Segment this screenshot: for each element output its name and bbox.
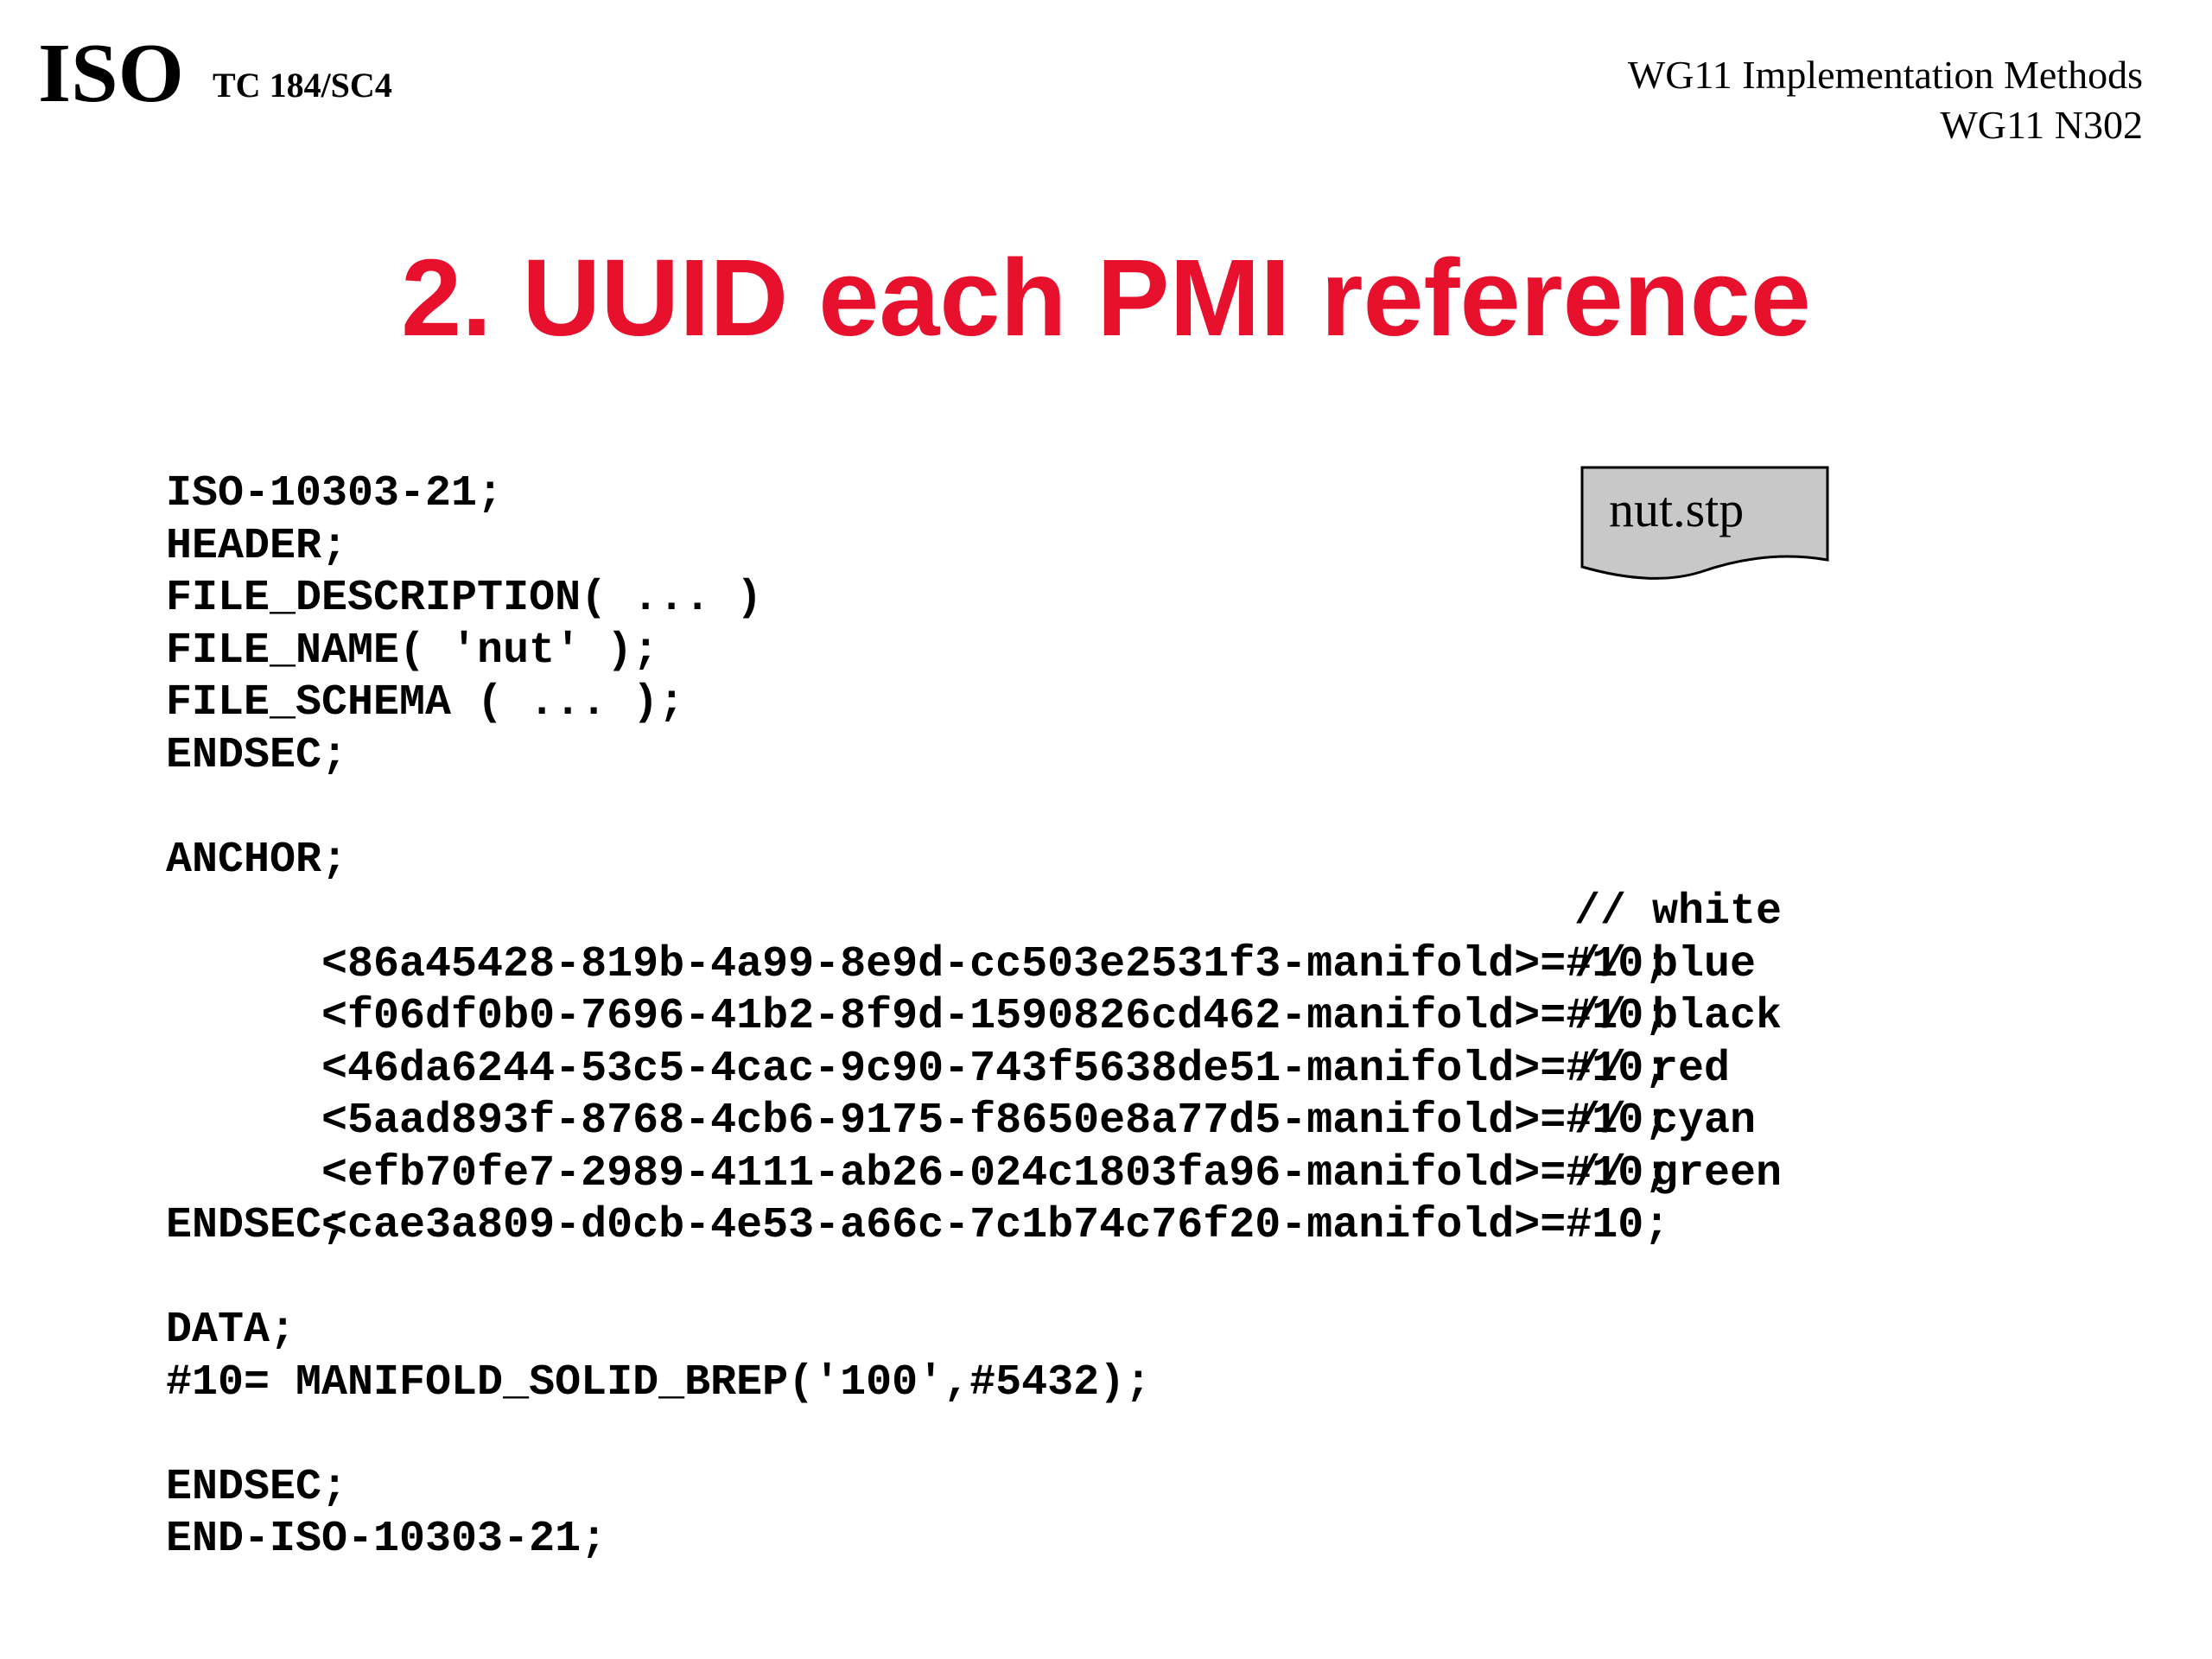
anchor-uuid: <f06df0b0-7696-41b2-8f9d-1590826cd462-ma… xyxy=(321,992,1670,1041)
anchor-comment: // white xyxy=(1574,887,1783,937)
anchor-comment: // cyan xyxy=(1574,1096,1757,1146)
anchor-uuid: <86a45428-819b-4a99-8e9d-cc503e2531f3-ma… xyxy=(321,939,1670,989)
blank-line xyxy=(166,782,1669,835)
anchor-entry: <5aad893f-8768-4cb6-9175-f8650e8a77d5-ma… xyxy=(166,1044,1730,1147)
anchor-uuid: <cae3a809-d0cb-4e53-a66c-7c1b74c76f20-ma… xyxy=(321,1201,1670,1250)
anchor-entry: <86a45428-819b-4a99-8e9d-cc503e2531f3-ma… xyxy=(166,887,1782,989)
code-line-header: HEADER; xyxy=(166,521,348,571)
code-line-manifold-brep: #10= MANIFOLD_SOLID_BREP('100',#5432); xyxy=(166,1357,1152,1408)
file-document-icon: nut.stp xyxy=(1580,465,1830,586)
anchor-entry: <cae3a809-d0cb-4e53-a66c-7c1b74c76f20-ma… xyxy=(166,1148,1782,1251)
anchor-entry: <46da6244-53c5-4cac-9c90-743f5638de51-ma… xyxy=(166,991,1782,1094)
blank-line xyxy=(166,1253,1669,1306)
anchor-uuid: <5aad893f-8768-4cb6-9175-f8650e8a77d5-ma… xyxy=(321,1096,1670,1146)
code-line-anchor-endsec: ENDSEC; xyxy=(166,1201,348,1250)
code-line-file-description: FILE_DESCRIPTION( ... ) xyxy=(166,574,763,623)
code-line-file-schema: FILE_SCHEMA ( ... ); xyxy=(166,678,685,728)
anchor-comment: // green xyxy=(1574,1148,1783,1198)
document-shape xyxy=(1580,466,1829,580)
code-line-header-endsec: ENDSEC; xyxy=(166,730,348,780)
working-group-line: WG11 Implementation Methods xyxy=(1627,53,2143,97)
document-info: WG11 Implementation Methods WG11 N302 xyxy=(1628,50,2143,150)
code-line-data-endsec: ENDSEC; xyxy=(166,1462,348,1512)
anchor-uuid: <46da6244-53c5-4cac-9c90-743f5638de51-ma… xyxy=(321,1044,1670,1094)
slide-title: 2. UUID each PMI reference xyxy=(401,237,1811,359)
step-file-listing: ISO-10303-21; HEADER; FILE_DESCRIPTION( … xyxy=(166,468,1782,1567)
anchor-comment: // blue xyxy=(1574,939,1757,989)
committee-label: TC 184/SC4 xyxy=(213,66,392,105)
code-line-anchor: ANCHOR; xyxy=(166,835,348,885)
file-name-label: nut.stp xyxy=(1609,481,1745,537)
code-line-data: DATA; xyxy=(166,1306,296,1355)
anchor-comment: // black xyxy=(1574,992,1783,1041)
anchor-entry: <f06df0b0-7696-41b2-8f9d-1590826cd462-ma… xyxy=(166,939,1756,1042)
iso-logo: ISO xyxy=(38,27,184,120)
code-line-file-name: FILE_NAME( 'nut' ); xyxy=(166,626,659,676)
document-number: WG11 N302 xyxy=(1940,103,2143,147)
code-line-iso-end: END-ISO-10303-21; xyxy=(166,1515,607,1564)
code-line-iso-start: ISO-10303-21; xyxy=(166,469,504,518)
anchor-comment: // red xyxy=(1574,1044,1731,1094)
anchor-entry: <efb70fe7-2989-4111-ab26-024c1803fa96-ma… xyxy=(166,1096,1756,1198)
anchor-uuid: <efb70fe7-2989-4111-ab26-024c1803fa96-ma… xyxy=(321,1148,1670,1198)
blank-line xyxy=(166,1409,1669,1462)
